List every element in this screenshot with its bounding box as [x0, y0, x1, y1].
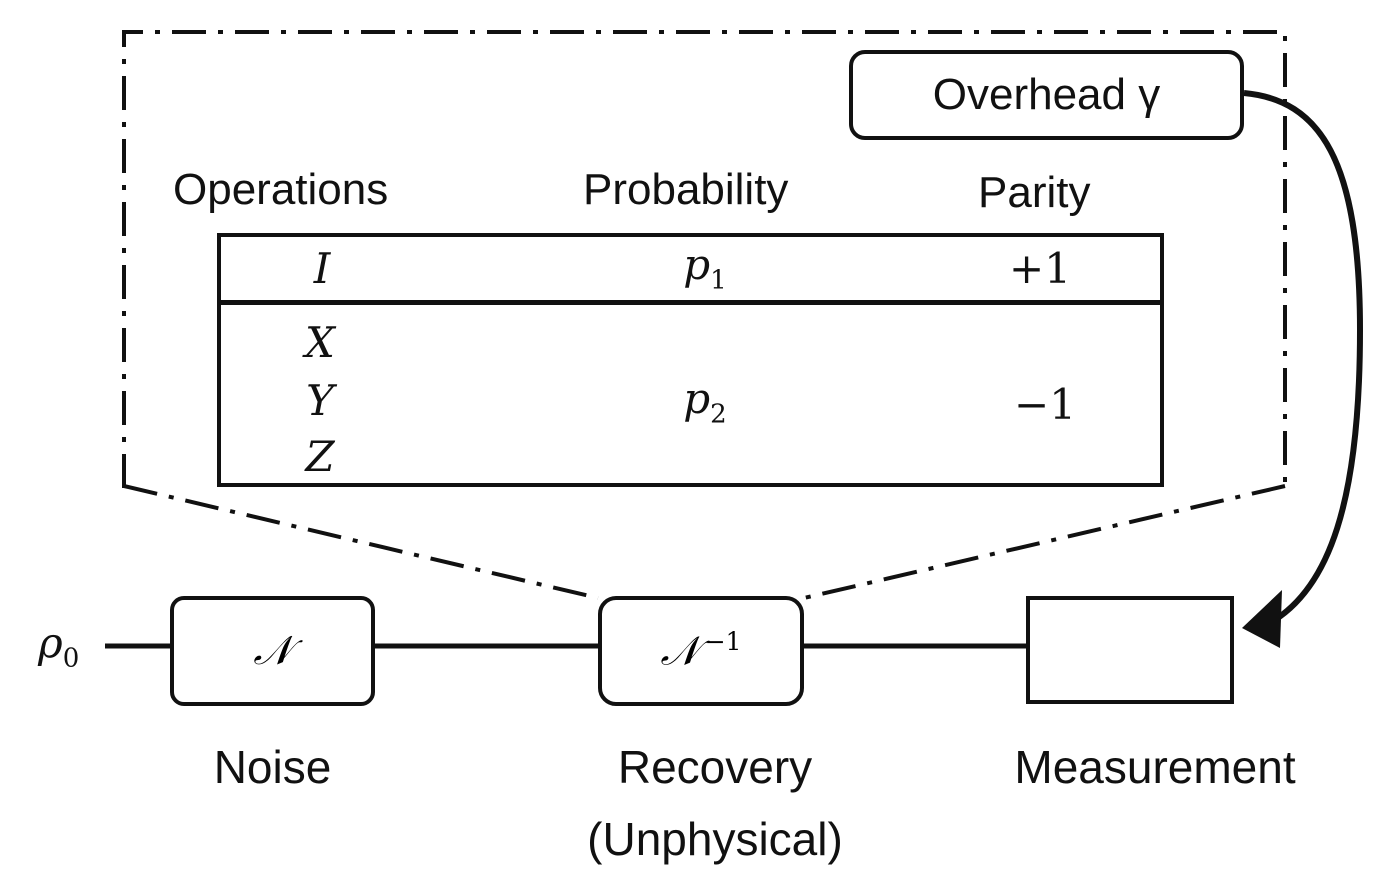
- table-row-divider: [217, 300, 1164, 305]
- feedback-arrow-curve: [1243, 90, 1364, 627]
- recovery-subcaption: (Unphysical): [587, 813, 843, 865]
- recovery-symbol: 𝒩−1: [660, 627, 742, 675]
- op-z: Z: [305, 432, 335, 481]
- recovery-caption: Recovery: [617, 741, 813, 793]
- header-probability: Probability: [583, 165, 789, 214]
- prob-p2: p2: [683, 374, 727, 430]
- overhead-label: Overhead γ: [932, 70, 1161, 119]
- header-operations: Operations: [173, 165, 389, 214]
- measurement-gate: [1026, 596, 1234, 704]
- zoom-line-right: [803, 484, 1286, 600]
- measurement-caption: Measurement: [1014, 741, 1296, 793]
- operations-table: [217, 233, 1164, 487]
- op-x: X: [305, 318, 335, 367]
- noise-gate: 𝒩: [170, 596, 375, 706]
- noise-symbol: 𝒩: [253, 628, 292, 674]
- recovery-gate: 𝒩−1: [598, 596, 804, 706]
- prob-p1: p1: [683, 240, 727, 296]
- op-y: Y: [306, 376, 334, 425]
- op-identity: I: [313, 244, 331, 293]
- parity-minus-one: −1: [1014, 380, 1076, 429]
- feedback-arrow-head: [1242, 590, 1282, 648]
- overhead-box: Overhead γ: [849, 50, 1244, 140]
- zoom-line-left: [123, 484, 599, 600]
- parity-plus-one: +1: [1009, 244, 1071, 293]
- zoom-frame: [122, 30, 1287, 488]
- input-state-label: ρ0: [38, 618, 80, 674]
- header-parity: Parity: [978, 168, 1091, 217]
- noise-caption: Noise: [213, 741, 332, 793]
